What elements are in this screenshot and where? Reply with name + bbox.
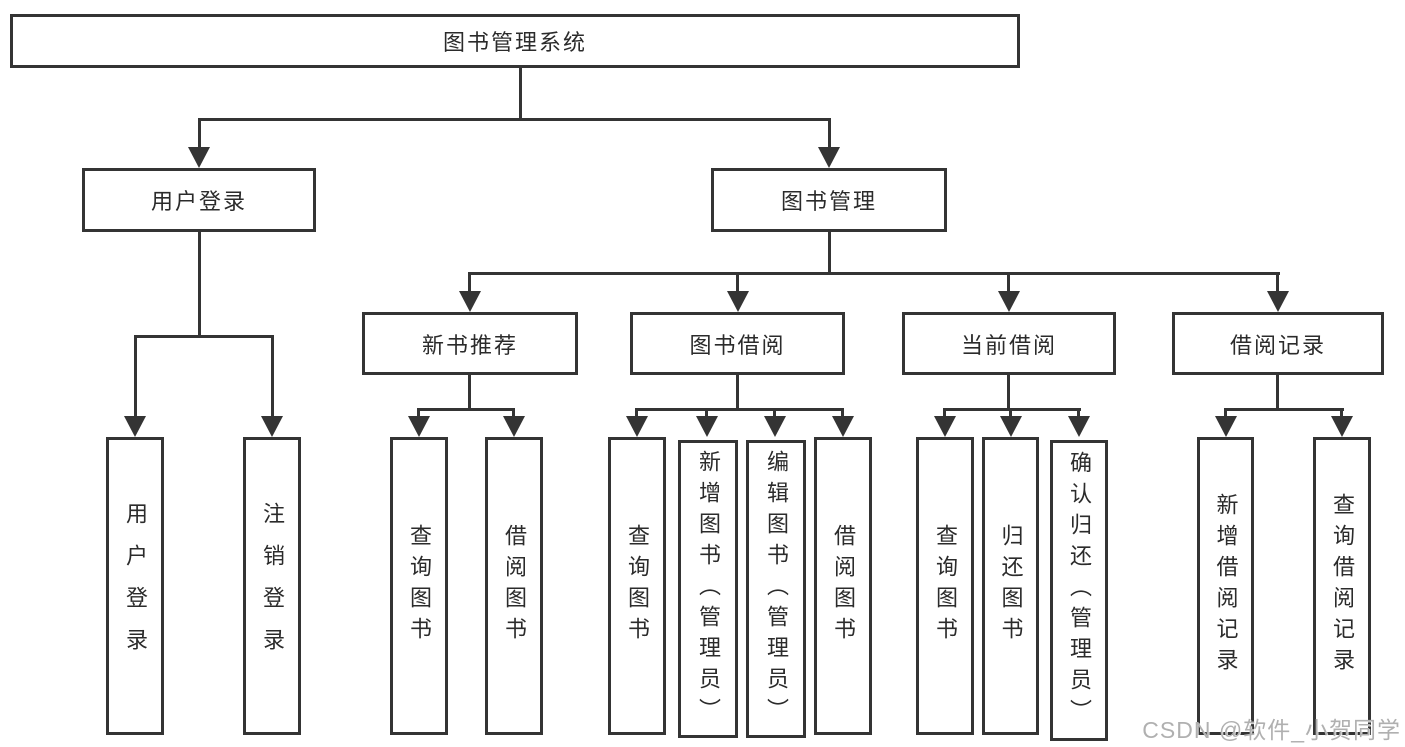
arrow-down-icon — [832, 416, 854, 437]
arrow-down-icon — [998, 291, 1020, 312]
arrow-down-icon — [1331, 416, 1353, 437]
connector-drop-logout — [271, 335, 274, 418]
leaf-query-books: 查询图书 — [608, 437, 666, 735]
leaf-query-books: 查询图书 — [916, 437, 974, 735]
connector-newbooks-stem — [468, 375, 471, 408]
leaf-add-books-admin: 新增图书（管理员） — [678, 440, 738, 738]
connector-drop — [943, 408, 946, 418]
arrow-down-icon — [764, 416, 786, 437]
leaf-label: 注销登录 — [260, 502, 285, 670]
connector-drop — [841, 408, 844, 418]
leaf-label: 借阅图书 — [831, 524, 856, 648]
leaf-label: 用户登录 — [123, 502, 148, 670]
connector-borrow-stem — [736, 375, 739, 408]
connector-drop — [512, 408, 515, 418]
connector-root-stem — [519, 68, 522, 118]
arrow-down-icon — [1068, 416, 1090, 437]
leaf-label: 查询图书 — [933, 524, 958, 648]
node-current-borrow: 当前借阅 — [902, 312, 1116, 375]
leaf-label: 编辑图书（管理员） — [764, 449, 789, 729]
connector-drop-new-books — [468, 272, 471, 294]
connector-drop — [635, 408, 638, 418]
connector-level3-bus — [468, 272, 1280, 275]
leaf-query-books: 查询图书 — [390, 437, 448, 735]
connector-drop-user-login — [198, 118, 201, 150]
connector-drop-book-management — [828, 118, 831, 150]
connector-drop-borrow — [736, 272, 739, 294]
connector-current-stem — [1007, 375, 1010, 408]
connector-drop-records — [1276, 272, 1279, 294]
node-book-borrow: 图书借阅 — [630, 312, 845, 375]
node-library-management-system: 图书管理系统 — [10, 14, 1020, 68]
connector-level2-bus — [198, 118, 831, 121]
connector-login-stem — [198, 232, 201, 335]
leaf-borrow-books: 借阅图书 — [485, 437, 543, 735]
connector-records-bus — [1224, 408, 1344, 411]
leaf-user-login: 用户登录 — [106, 437, 164, 735]
leaf-return-books: 归还图书 — [982, 437, 1039, 735]
arrow-down-icon — [1000, 416, 1022, 437]
arrow-down-icon — [727, 291, 749, 312]
leaf-label: 新增借阅记录 — [1213, 493, 1239, 679]
leaf-label: 查询借阅记录 — [1330, 493, 1355, 679]
node-user-login: 用户登录 — [82, 168, 316, 232]
arrow-down-icon — [408, 416, 430, 437]
connector-newbooks-bus — [417, 408, 515, 411]
node-label: 当前借阅 — [960, 332, 1057, 358]
arrow-down-icon — [459, 291, 481, 312]
arrow-down-icon — [503, 416, 525, 437]
arrow-down-icon — [696, 416, 718, 437]
leaf-label: 新增图书（管理员） — [696, 449, 721, 729]
connector-drop-current — [1007, 272, 1010, 294]
leaf-borrow-books: 借阅图书 — [814, 437, 872, 735]
node-book-management: 图书管理 — [711, 168, 947, 232]
node-label: 图书借阅 — [689, 332, 786, 358]
leaf-confirm-return-admin: 确认归还（管理员） — [1050, 440, 1108, 741]
node-label: 图书管理系统 — [442, 30, 587, 55]
arrow-down-icon — [818, 147, 840, 168]
connector-drop — [1340, 408, 1343, 418]
arrow-down-icon — [1267, 291, 1289, 312]
connector-drop — [417, 408, 420, 418]
leaf-label: 归还图书 — [998, 524, 1024, 648]
node-borrow-records: 借阅记录 — [1172, 312, 1384, 375]
connector-records-stem — [1276, 375, 1279, 408]
node-label: 新书推荐 — [421, 332, 518, 358]
arrow-down-icon — [188, 147, 210, 168]
node-new-book-recommend: 新书推荐 — [362, 312, 578, 375]
node-label: 借阅记录 — [1229, 332, 1326, 358]
connector-drop-login — [134, 335, 137, 418]
leaf-label: 确认归还（管理员） — [1067, 451, 1092, 730]
leaf-add-borrow-record: 新增借阅记录 — [1197, 437, 1254, 735]
leaf-logout: 注销登录 — [243, 437, 301, 735]
connector-drop — [705, 408, 708, 418]
leaf-edit-books-admin: 编辑图书（管理员） — [746, 440, 806, 738]
connector-drop — [773, 408, 776, 418]
connector-drop — [1009, 408, 1012, 418]
csdn-watermark: CSDN @软件_小贺同学 — [1142, 717, 1401, 743]
leaf-label: 查询图书 — [625, 524, 650, 648]
connector-drop — [1077, 408, 1080, 418]
arrow-down-icon — [1215, 416, 1237, 437]
leaf-query-borrow-record: 查询借阅记录 — [1313, 437, 1371, 735]
arrow-down-icon — [934, 416, 956, 437]
leaf-label: 查询图书 — [407, 524, 432, 648]
connector-management-stem — [828, 232, 831, 272]
arrow-down-icon — [124, 416, 146, 437]
connector-current-bus — [943, 408, 1081, 411]
arrow-down-icon — [261, 416, 283, 437]
node-label: 用户登录 — [150, 189, 247, 214]
arrow-down-icon — [626, 416, 648, 437]
connector-login-bus — [134, 335, 273, 338]
node-label: 图书管理 — [780, 189, 877, 214]
connector-borrow-bus — [635, 408, 844, 411]
connector-drop — [1224, 408, 1227, 418]
leaf-label: 借阅图书 — [502, 524, 527, 648]
